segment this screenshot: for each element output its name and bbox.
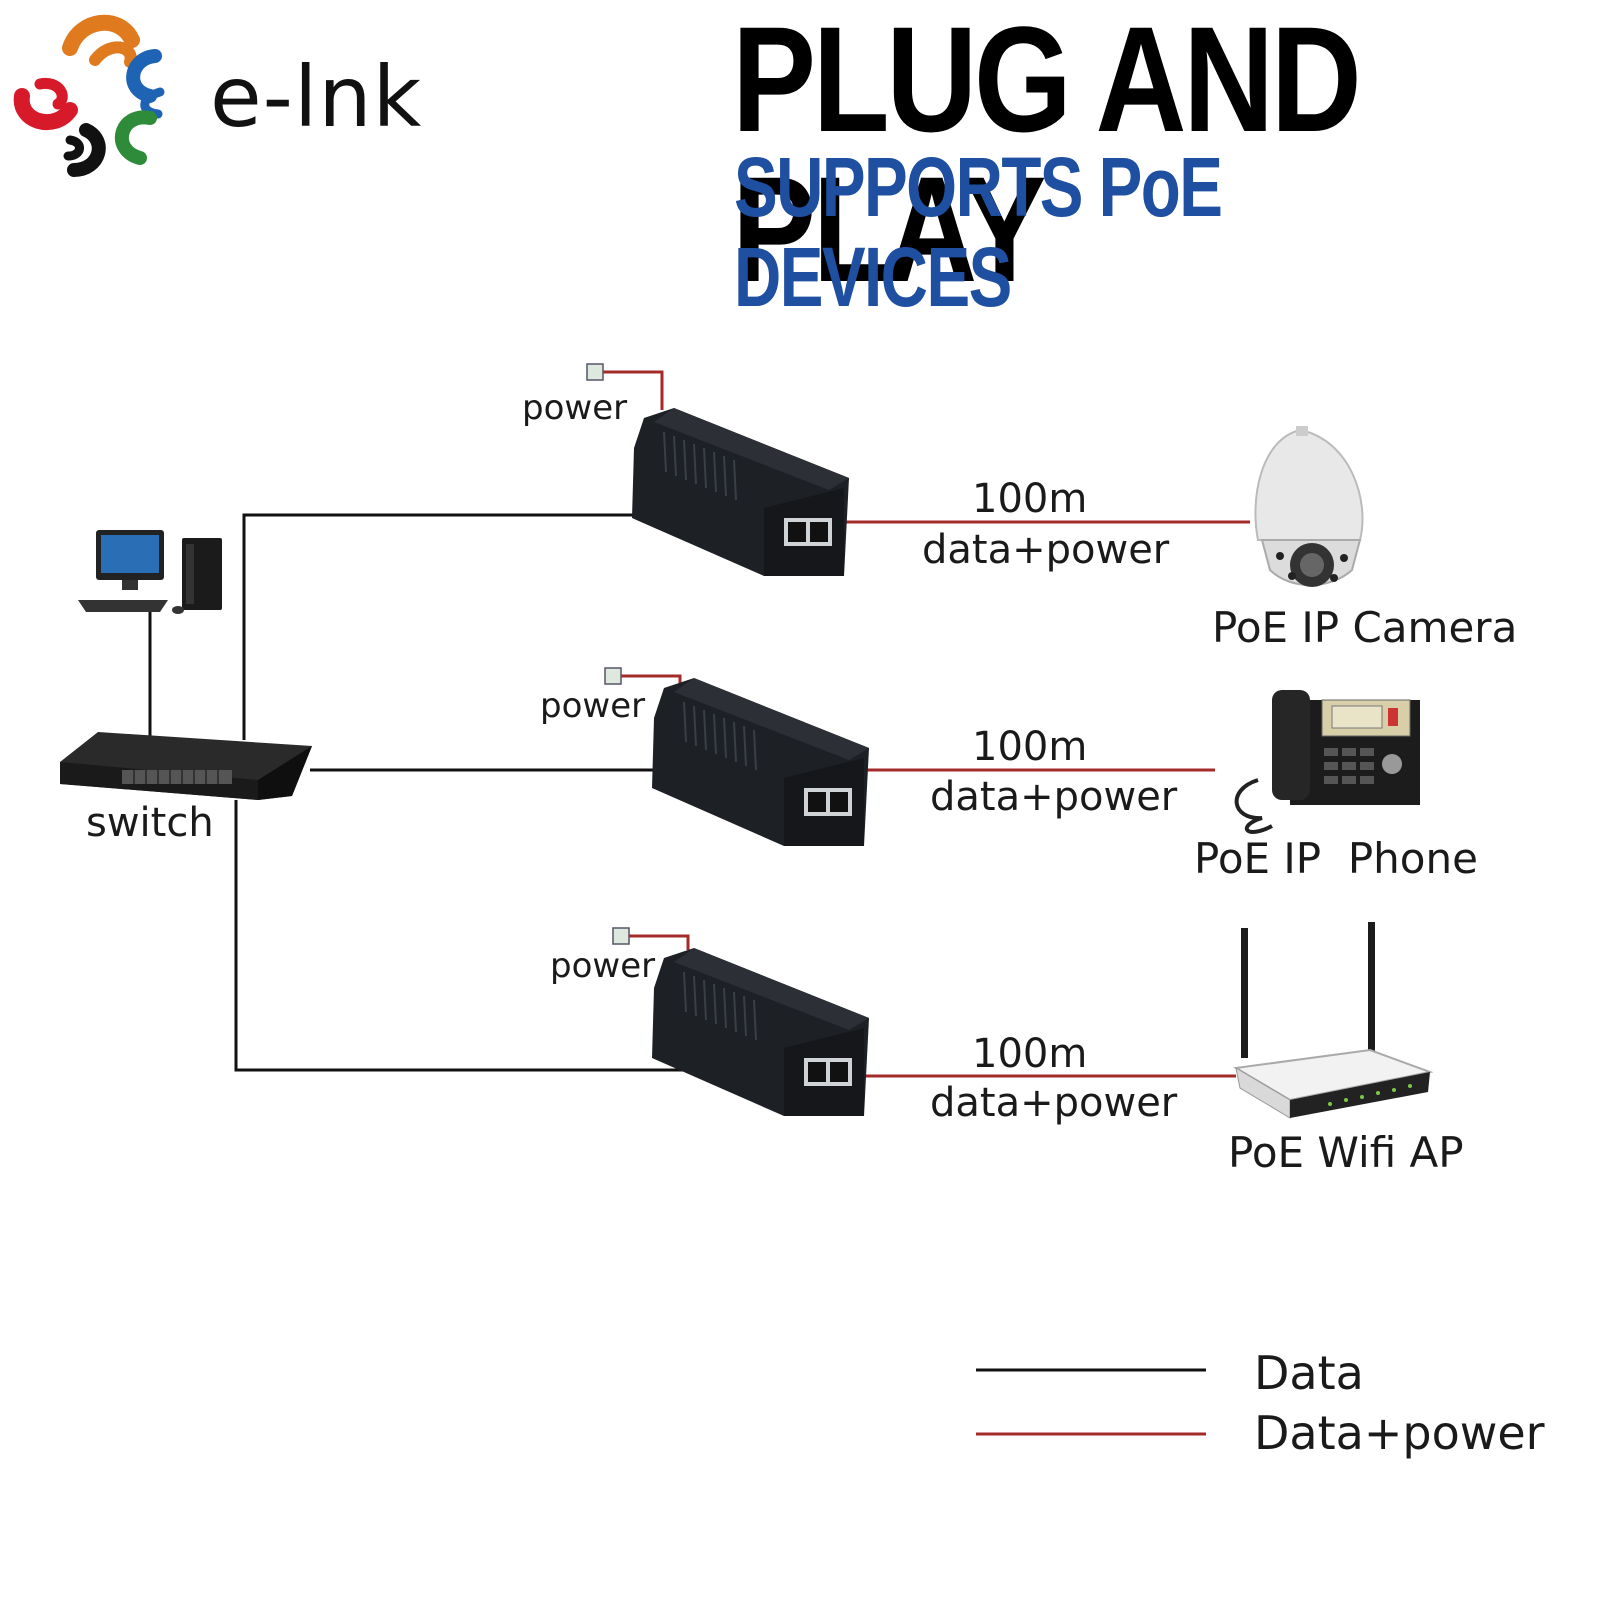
device-label-2: PoE IP Phone [1194, 834, 1478, 883]
power-label-3: power [550, 946, 656, 986]
legend-item-data-power: Data+power [1254, 1406, 1545, 1460]
ip-phone-icon [1234, 690, 1420, 834]
data-lines [148, 513, 720, 1072]
outlet-icons [586, 363, 630, 945]
legend-item-data: Data [1254, 1346, 1364, 1400]
brand-name: e-lnk [210, 48, 423, 146]
switch-icon [60, 732, 312, 800]
cable-label-2: data+power [930, 774, 1178, 820]
computer-icon [78, 530, 222, 614]
subheadline: SUPPORTS PoE DEVICES [734, 140, 1223, 324]
data-power-lines [845, 520, 1250, 1078]
poe-injector-1 [631, 407, 850, 577]
device-label-1: PoE IP Camera [1212, 603, 1518, 652]
device-label-3: PoE Wifi AP [1228, 1128, 1464, 1177]
distance-label-3: 100m [972, 1031, 1088, 1077]
power-label-2: power [540, 686, 646, 726]
e-lnk-logo-icon [13, 14, 165, 177]
distance-label-1: 100m [972, 476, 1088, 522]
ip-camera-icon [1254, 426, 1364, 587]
poe-injector-2 [651, 677, 870, 847]
switch-label: switch [86, 800, 214, 846]
headline: PLUG AND PLAY [732, 0, 1362, 313]
power-label-1: power [522, 388, 628, 428]
cable-label-3: data+power [930, 1080, 1178, 1126]
distance-label-2: 100m [972, 724, 1088, 770]
wifi-router-icon [1233, 922, 1434, 1119]
cable-label-1: data+power [922, 527, 1170, 573]
poe-injector-3 [651, 947, 870, 1117]
